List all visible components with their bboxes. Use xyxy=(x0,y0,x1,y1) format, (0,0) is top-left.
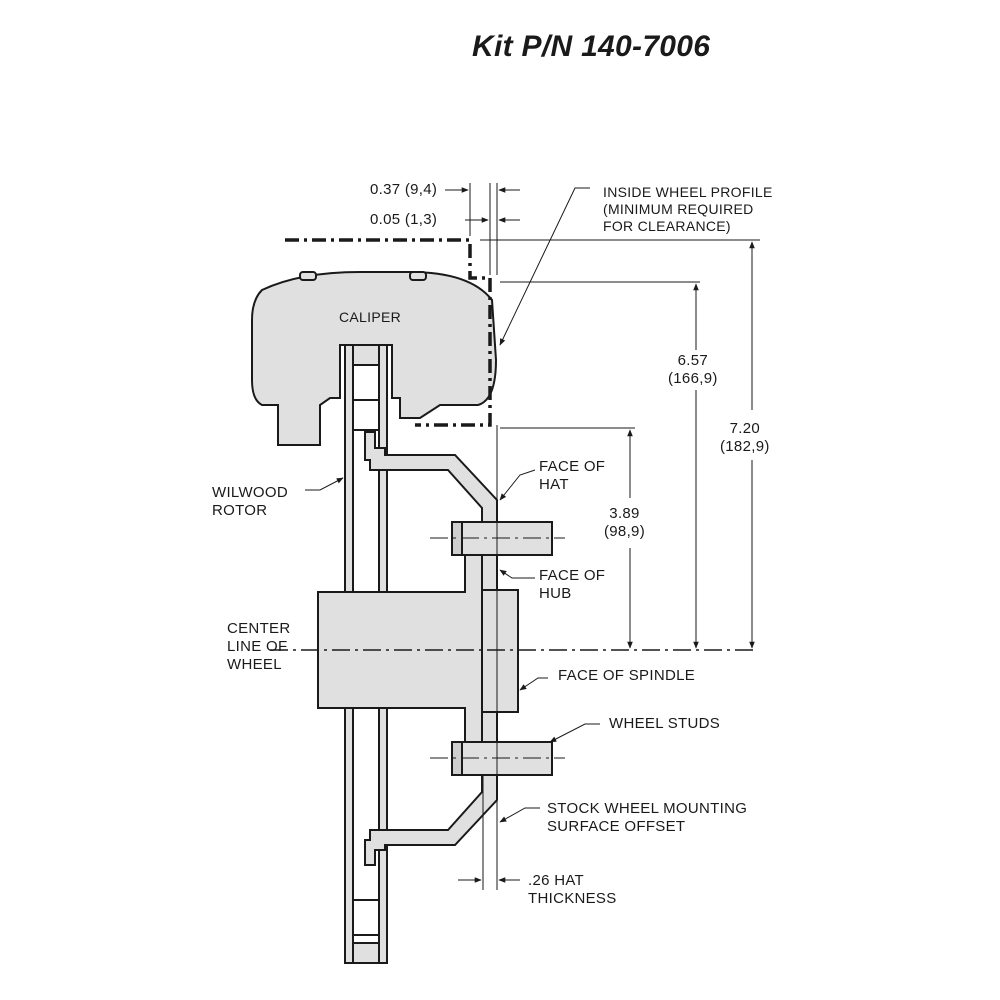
dimension-0-05-label: 0.05 (1,3) xyxy=(370,211,438,228)
dimension-7-20-label: 7.20 (182,9) xyxy=(720,420,770,455)
face-of-hat-label: FACE OF HAT xyxy=(539,458,606,493)
stock-wheel-mounting-offset-label: STOCK WHEEL MOUNTING SURFACE OFFSET xyxy=(547,800,748,835)
wheel-studs-label: WHEEL STUDS xyxy=(609,715,721,732)
caliper-label: CALIPER xyxy=(339,309,402,325)
hat-flange xyxy=(481,554,498,591)
inside-wheel-profile-label: INSIDE WHEEL PROFILE (MINIMUM REQUIRED F… xyxy=(603,184,773,234)
hat-thickness-label: .26 HAT THICKNESS xyxy=(528,872,617,907)
dimension-0-37-label: 0.37 (9,4) xyxy=(370,181,438,198)
caliper-shape xyxy=(251,271,498,446)
spindle-face xyxy=(481,589,519,713)
hat-flange-lower xyxy=(481,711,498,743)
wilwood-rotor-label: WILWOOD ROTOR xyxy=(212,484,288,519)
inside-wheel-profile-line xyxy=(285,238,492,427)
face-of-hub-label: FACE OF HUB xyxy=(539,567,606,602)
face-of-spindle-label: FACE OF SPINDLE xyxy=(558,667,696,684)
page-title: Kit P/N 140-7006 xyxy=(472,30,711,63)
dimension-3-89-label: 3.89 (98,9) xyxy=(604,505,645,540)
dimension-6-57-label: 6.57 (166,9) xyxy=(668,352,718,387)
center-line-of-wheel-label: CENTER LINE OF WHEEL xyxy=(227,620,291,673)
